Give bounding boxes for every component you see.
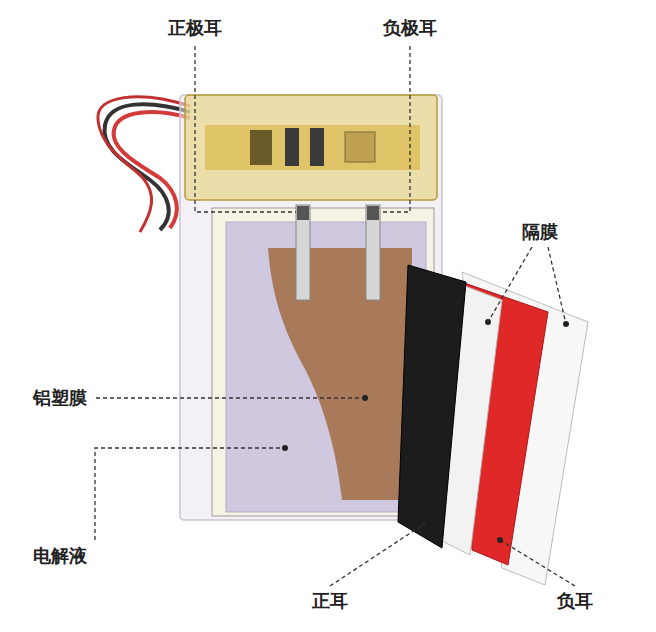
positive-tab <box>296 205 310 300</box>
protection-board <box>185 95 437 200</box>
part-label: 负耳 <box>555 590 595 612</box>
leader-line <box>96 397 365 398</box>
chip <box>345 132 375 162</box>
electrolyte-region <box>226 222 426 512</box>
leader-line <box>548 247 566 324</box>
leader-dot <box>362 395 368 401</box>
leader-line <box>330 524 424 586</box>
part-label: 正耳 <box>310 590 350 612</box>
negative-tab <box>366 205 380 300</box>
leader-dots <box>282 319 569 543</box>
leader-dot <box>485 319 491 325</box>
leader-lines <box>95 46 575 586</box>
part-label: 电解液 <box>31 545 89 567</box>
positive-sheet <box>398 265 466 548</box>
part-label: 负极耳 <box>381 17 439 39</box>
leader-line <box>488 247 532 322</box>
leader-line <box>95 448 285 540</box>
chip <box>285 128 299 166</box>
part-label: 铝塑膜 <box>31 387 89 409</box>
leader-dot <box>497 537 503 543</box>
electrode-core <box>268 248 412 500</box>
part-label: 正极耳 <box>166 17 224 39</box>
leader-line <box>195 46 296 212</box>
circuit-board <box>205 125 420 170</box>
leader-line <box>380 46 410 212</box>
tab-sealant <box>367 206 379 220</box>
black-wire <box>104 104 190 230</box>
red-wire <box>98 97 190 232</box>
leader-dot <box>563 321 569 327</box>
chip <box>250 130 272 165</box>
leader-line <box>500 540 575 586</box>
leader-dot <box>282 445 288 451</box>
chip <box>310 128 324 166</box>
red-wire <box>114 112 190 228</box>
leader-dot <box>421 521 427 527</box>
tab-sealant <box>297 206 309 220</box>
part-label: 隔膜 <box>520 221 560 243</box>
